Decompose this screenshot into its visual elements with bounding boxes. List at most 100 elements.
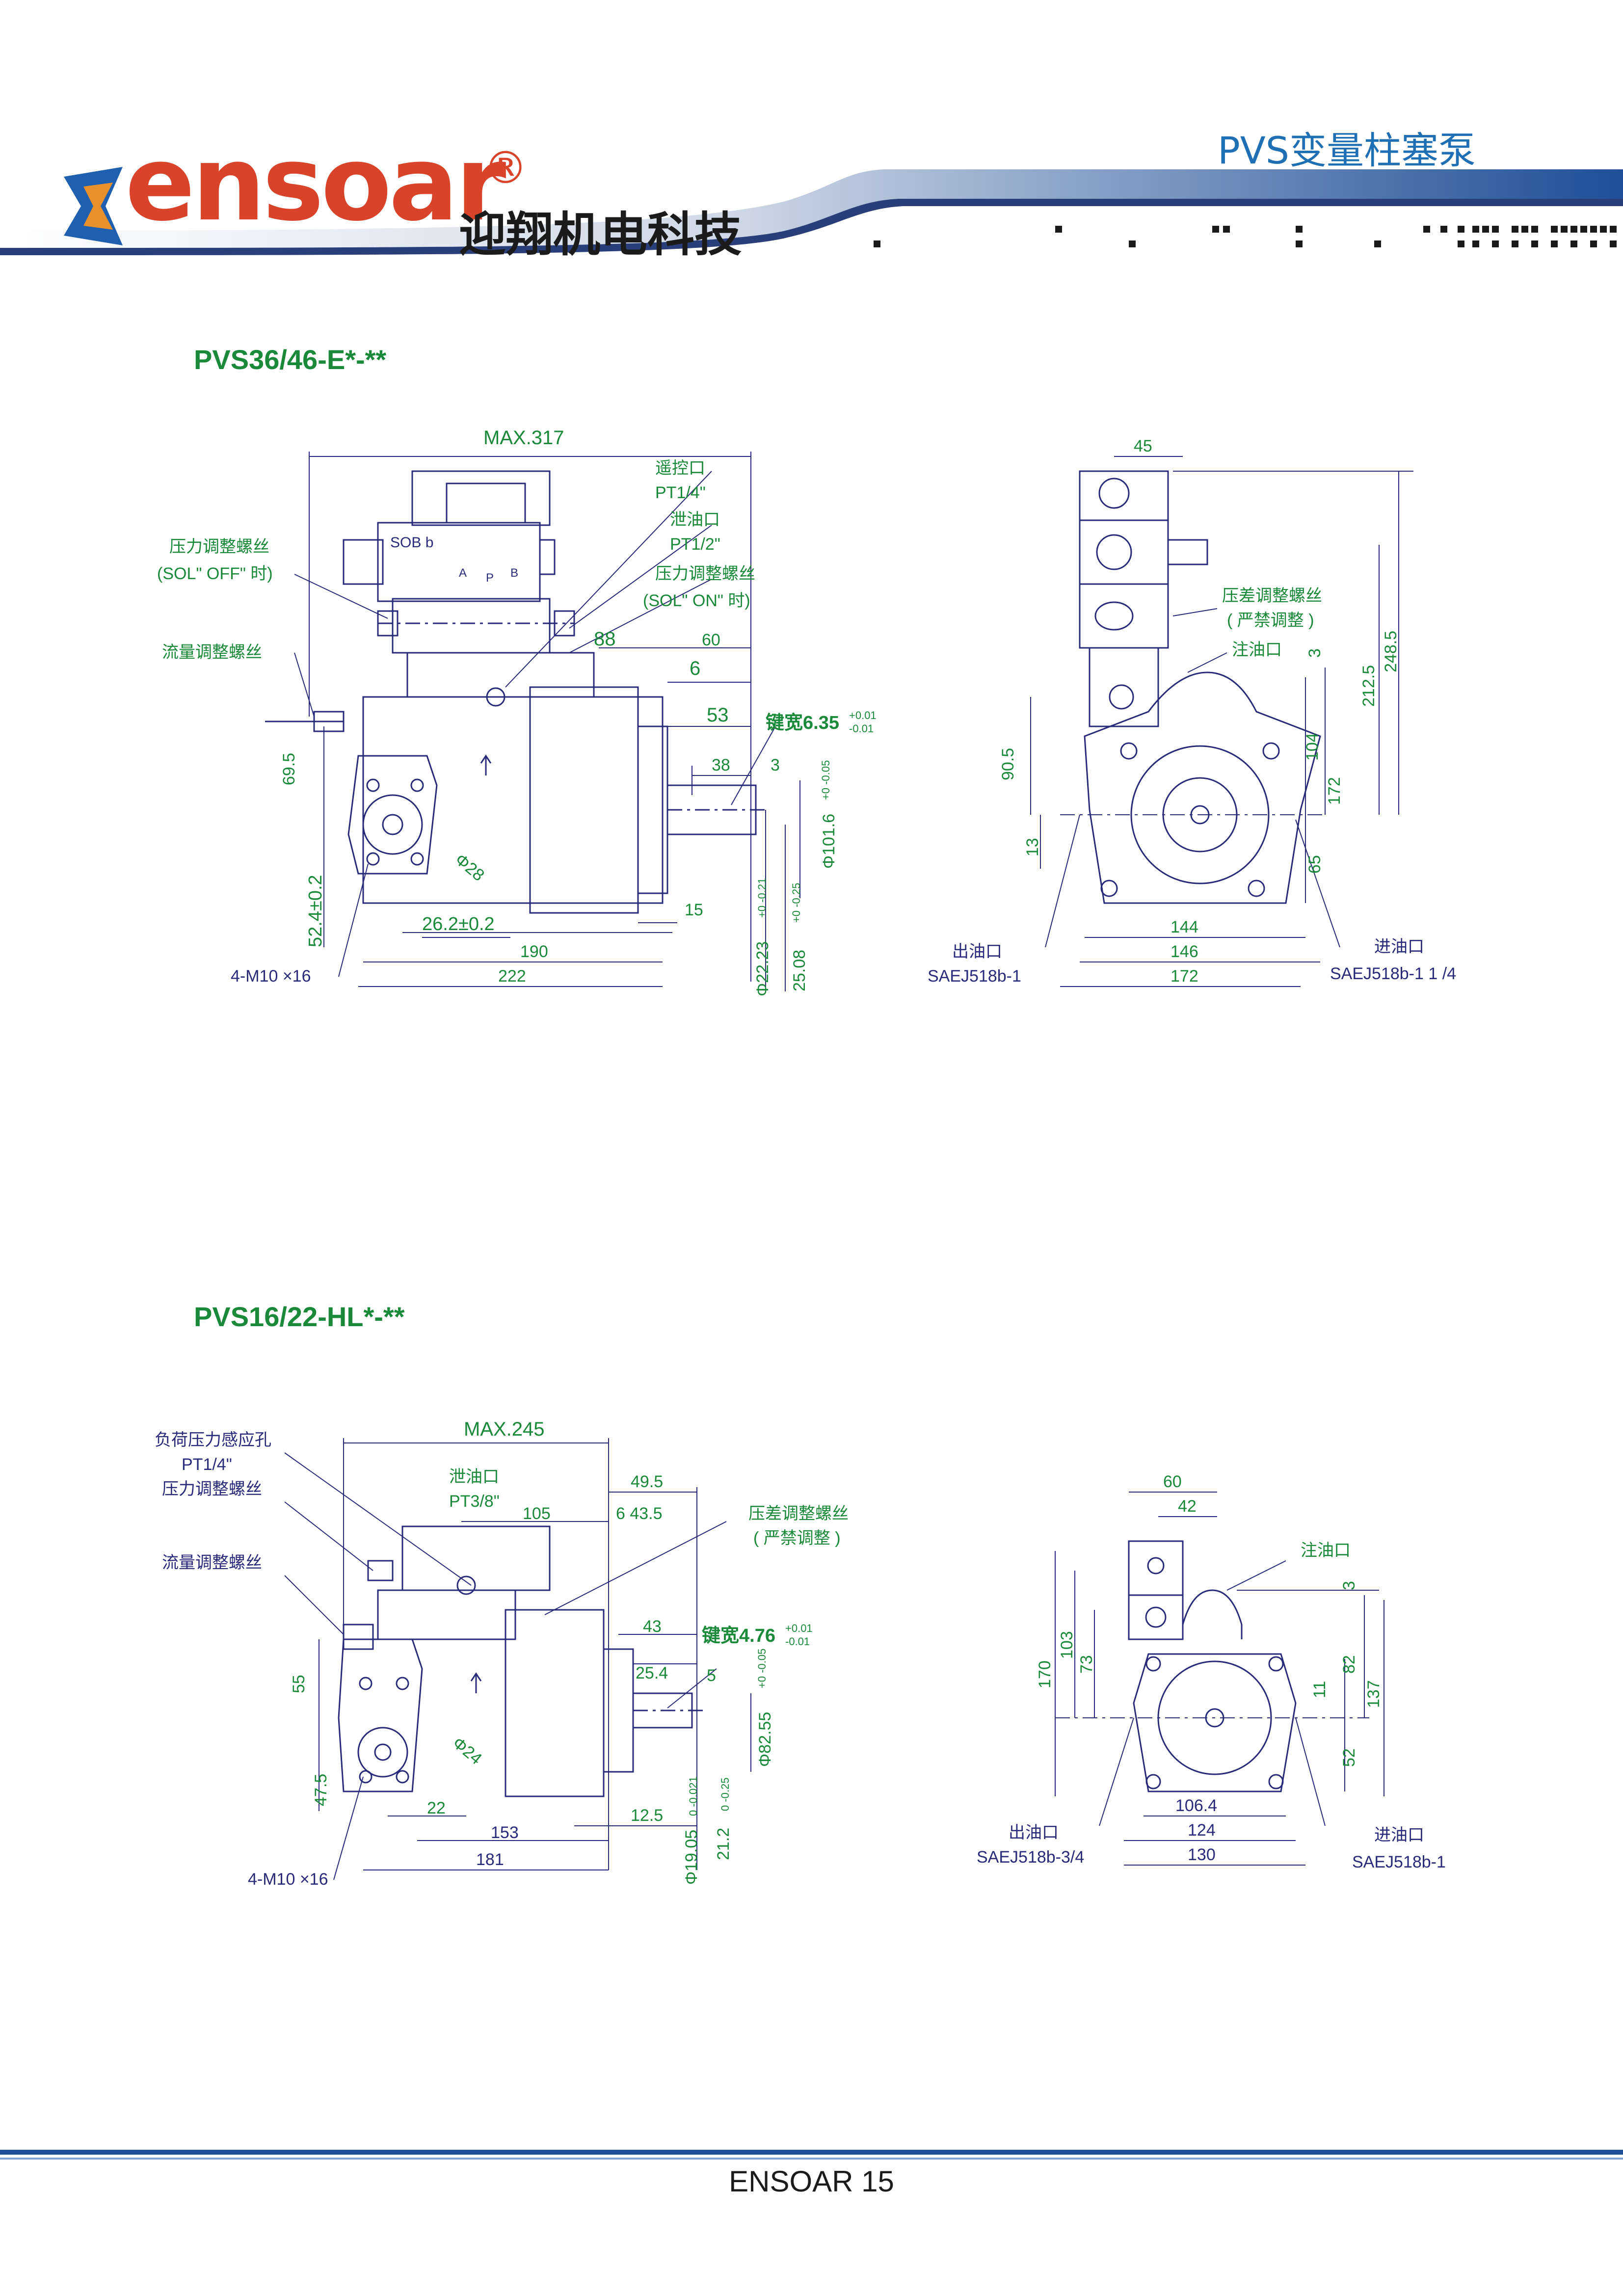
s2-bolts: 4-M10 ×16 (248, 1870, 328, 1889)
s1-d88: 88 (594, 628, 616, 650)
s1-drain-port: 泄油口 (670, 510, 720, 529)
s1-diff-screw: 压差调整螺丝 (1222, 587, 1322, 605)
section1-title: PVS36/46-E*-** (194, 344, 387, 375)
s2-d153: 153 (491, 1823, 519, 1842)
s2-d124: 124 (1188, 1821, 1216, 1840)
s1-d38: 38 (712, 756, 730, 774)
s1-d144: 144 (1171, 918, 1198, 936)
s1-remote-port-size: PT1/4" (655, 483, 706, 502)
s2-d11: 11 (1310, 1681, 1329, 1698)
s2-d106-4: 106.4 (1175, 1796, 1217, 1815)
decor-squares (874, 226, 1617, 247)
s2-d5: 5 (707, 1666, 716, 1685)
s1-d22-23: Φ22.23 (753, 941, 772, 996)
s1-no-adjust: ( 严禁调整 ) (1227, 611, 1314, 630)
s1-d52-4: 52.4±0.2 (305, 875, 326, 947)
s1-d146: 146 (1171, 942, 1198, 961)
s1-d53: 53 (707, 704, 729, 726)
pump2-side-view (338, 1525, 707, 1797)
document-title: PVS变量柱塞泵 (1217, 129, 1476, 172)
s1-inlet: 进油口 (1374, 937, 1424, 956)
s1-d90-5: 90.5 (999, 748, 1017, 780)
s1-d190: 190 (520, 942, 548, 961)
s2-d55: 55 (290, 1675, 308, 1693)
s2-d6-43-5: 6 43.5 (616, 1504, 663, 1523)
registered-mark: ® (483, 142, 528, 194)
page-footer: ENSOAR 15 (729, 2165, 894, 2198)
ensoar-logo-icon (64, 167, 123, 245)
s2-load-port: 负荷压力感应孔 (155, 1431, 271, 1449)
s2-inlet: 进油口 (1374, 1826, 1424, 1844)
s1-d104: 104 (1303, 733, 1322, 761)
pump2-front-view (1128, 1540, 1297, 1792)
s2-d130: 130 (1188, 1845, 1216, 1864)
s2-d52: 52 (1340, 1748, 1358, 1767)
s1-d65: 65 (1305, 855, 1324, 874)
s2-d42: 42 (1178, 1497, 1197, 1516)
pump1-side-dimensions (294, 452, 800, 991)
s2-d12-5: 12.5 (631, 1806, 663, 1825)
s1-pressure-screw-off: 压力调整螺丝 (169, 537, 269, 556)
s2-d49-5: 49.5 (631, 1472, 663, 1491)
section2-title: PVS16/22-HL*-** (194, 1301, 405, 1332)
s2-d43: 43 (643, 1617, 662, 1636)
s2-key-tol-up: +0.01 (785, 1622, 813, 1634)
pump1-side-view (265, 470, 766, 914)
s1-key-tol-dn: -0.01 (849, 722, 874, 735)
s1-pressure-screw-on: 压力调整螺丝 (655, 564, 755, 583)
s2-d170: 170 (1036, 1660, 1054, 1688)
s1-d101-tol: +0 -0.05 (820, 760, 832, 800)
s1-d60: 60 (702, 631, 720, 649)
s2-max: MAX.245 (464, 1418, 545, 1440)
s1-sob: SOB b (390, 534, 433, 551)
s2-d60: 60 (1163, 1472, 1182, 1491)
s1-inlet-spec: SAEJ518b-1 1 /4 (1330, 964, 1456, 983)
s2-no-adjust: ( 严禁调整 ) (753, 1529, 841, 1548)
s1-d13: 13 (1023, 838, 1042, 856)
s2-d105: 105 (523, 1504, 551, 1523)
s1-d28: Φ28 (452, 850, 488, 885)
s1-sol-on: (SOL" ON" 时) (643, 591, 750, 610)
s2-d19-tol: 0 -0.021 (687, 1776, 699, 1816)
s1-outlet: 出油口 (952, 942, 1002, 961)
s1-fill-port: 注油口 (1232, 641, 1282, 659)
s1-d25-08: 25.08 (790, 950, 809, 991)
s1-d26-2: 26.2±0.2 (422, 914, 495, 934)
s2-d21-2: 21.2 (714, 1828, 733, 1860)
s2-d82: 82 (1340, 1655, 1358, 1674)
s2-d19-05: Φ19.05 (682, 1830, 701, 1885)
s1-bolts: 4-M10 ×16 (231, 967, 311, 986)
s2-d137: 137 (1364, 1680, 1383, 1708)
pump1-front-dimensions (1030, 456, 1413, 987)
footer-rules (0, 2150, 1623, 2160)
pump1-front-view (1079, 470, 1321, 904)
s2-d47-5: 47.5 (312, 1774, 330, 1806)
s2-d82-55: Φ82.55 (756, 1712, 774, 1767)
s1-flow-screw: 流量调整螺丝 (162, 643, 262, 662)
s1-key-tol-up: +0.01 (849, 709, 877, 721)
s2-fill-port: 注油口 (1301, 1541, 1351, 1560)
s1-drain-port-size: PT1/2" (670, 535, 720, 554)
s2-d22: 22 (427, 1799, 446, 1817)
s2-drain-port: 泄油口 (449, 1468, 499, 1486)
s2-flow-screw: 流量调整螺丝 (162, 1553, 262, 1572)
s1-port-b: B (510, 566, 518, 580)
s2-pressure-screw: 压力调整螺丝 (162, 1480, 262, 1498)
s1-key: 键宽6.35 (766, 712, 839, 733)
header-banner (0, 167, 1623, 255)
s1-d45: 45 (1134, 437, 1152, 455)
s1-d22-tol: +0 -0.21 (756, 878, 768, 918)
s2-d181: 181 (476, 1850, 504, 1869)
s2-diff-screw: 压差调整螺丝 (748, 1504, 849, 1523)
s1-max: MAX.317 (483, 427, 564, 449)
s2-inlet-spec: SAEJ518b-1 (1352, 1853, 1446, 1871)
s1-d3: 3 (771, 756, 780, 774)
s1-d248-5: 248.5 (1382, 631, 1400, 672)
s1-d212-5: 212.5 (1359, 665, 1378, 707)
pump2-front-dimensions (1055, 1492, 1384, 1866)
pump2-side-dimensions (284, 1438, 751, 1880)
s2-d73: 73 (1077, 1655, 1096, 1674)
s2-d3: 3 (1340, 1581, 1358, 1590)
s2-d24: Φ24 (449, 1734, 485, 1768)
s1-d222: 222 (498, 967, 526, 986)
